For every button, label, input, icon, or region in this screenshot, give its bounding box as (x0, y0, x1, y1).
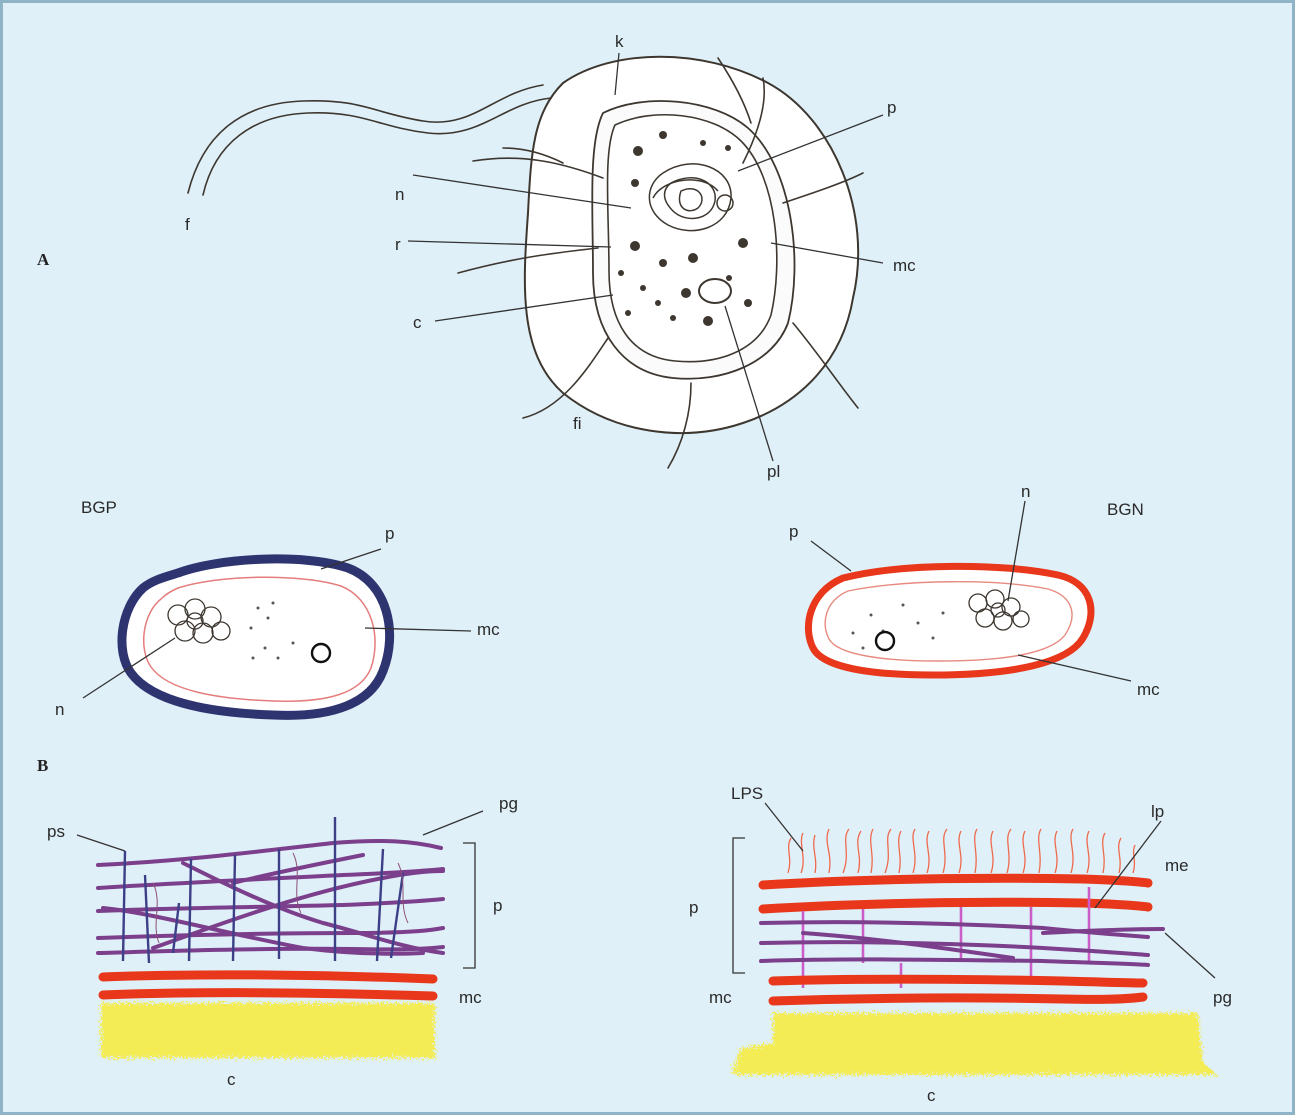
label-membrane-left: mc (459, 988, 482, 1007)
label-flagellum: f (185, 215, 190, 234)
label-gram-negative-nucleoid: n (1021, 482, 1030, 501)
gram-positive-cytoplasm (101, 1003, 435, 1058)
label-fimbriae: fi (573, 414, 582, 433)
label-wall-left: p (493, 896, 502, 915)
gram-positive-wall-section (98, 817, 443, 1058)
gram-positive-cytoplasmic-membrane (103, 975, 433, 996)
section-label-b: B (37, 756, 48, 775)
label-gram-negative-membrane: mc (1137, 680, 1160, 699)
flagellum-strand (203, 98, 551, 195)
gram-positive-plasmid (312, 644, 330, 662)
bacteria-diagram: A k p n f r mc c fi pl BGP p mc n (3, 3, 1295, 1118)
gram-negative-plasmid (876, 632, 894, 650)
gram-negative-cytoplasmic-membrane (773, 979, 1143, 1001)
label-membrane-right: mc (709, 988, 732, 1007)
flagellum (188, 85, 543, 193)
label-nucleoid: n (395, 185, 404, 204)
label-cytoplasm-right: c (927, 1086, 936, 1105)
label-gram-positive-nucleoid: n (55, 700, 64, 719)
label-plasmid: pl (767, 462, 780, 481)
peptidoglycan-layers (98, 841, 443, 954)
label-cytoplasm-left: c (227, 1070, 236, 1089)
bacterial-cell (188, 57, 863, 468)
label-gram-positive-membrane: mc (477, 620, 500, 639)
label-lipoprotein: lp (1151, 802, 1164, 821)
label-cytoplasm: c (413, 313, 422, 332)
label-outer-membrane: me (1165, 856, 1189, 875)
gram-negative-outer-wall (808, 566, 1091, 675)
lps-fibers (788, 829, 1135, 873)
label-gram-positive-wall: p (385, 524, 394, 543)
section-label-a: A (37, 250, 50, 269)
label-cytoplasmic-membrane: mc (893, 256, 916, 275)
title-gram-positive: BGP (81, 498, 117, 517)
gram-negative-cell (808, 566, 1091, 675)
label-pseudo-strand: ps (47, 822, 65, 841)
gram-negative-wall-section (731, 829, 1218, 1075)
title-gram-negative: BGN (1107, 500, 1144, 519)
gram-negative-cytoplasm (731, 1013, 1218, 1075)
label-peptidoglycan-right: pg (1213, 988, 1232, 1007)
label-wall-right: p (689, 898, 698, 917)
label-cell-wall: p (887, 98, 896, 117)
label-peptidoglycan-left: pg (499, 794, 518, 813)
gram-positive-cell (122, 559, 390, 715)
plasmid (699, 279, 731, 303)
label-gram-negative-wall: p (789, 522, 798, 541)
label-capsule: k (615, 32, 624, 51)
label-ribosomes: r (395, 235, 401, 254)
label-lps: LPS (731, 784, 763, 803)
gram-positive-wall (122, 559, 390, 715)
